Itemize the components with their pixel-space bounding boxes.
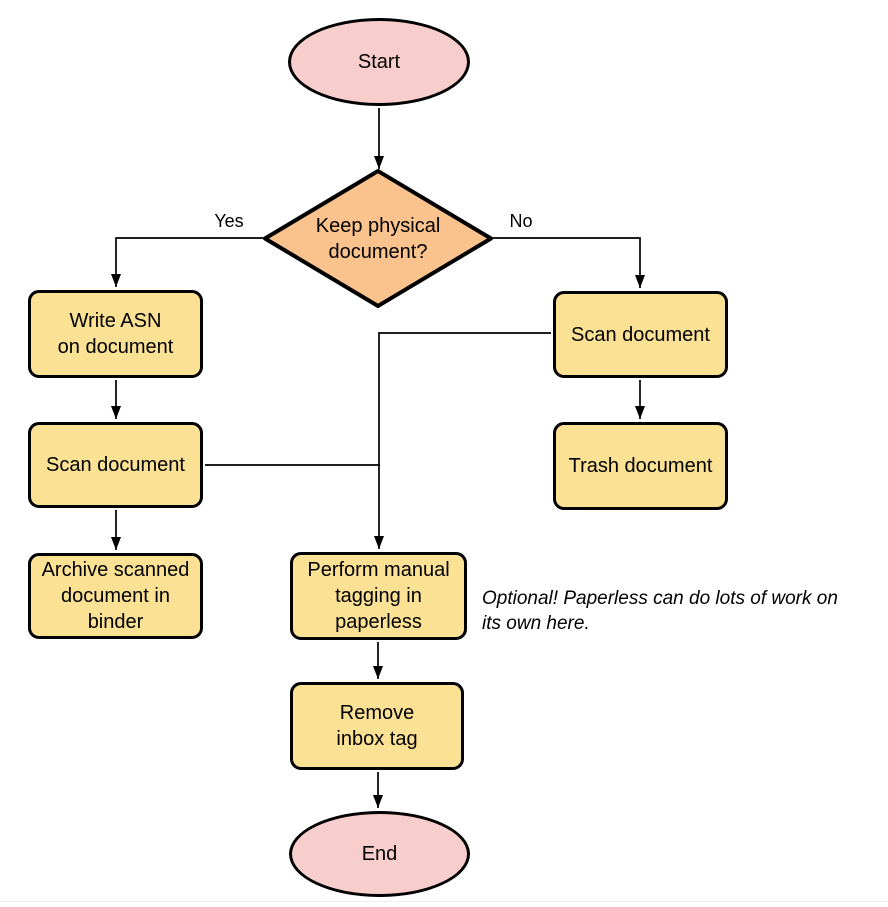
node-scan-document-right: Scan document <box>553 291 728 378</box>
node-remove-inbox-tag: Remove inbox tag <box>290 682 464 770</box>
edge-scan-right-to-tagging <box>374 332 551 549</box>
edge-label-no: No <box>509 211 533 231</box>
edge-label-yes: Yes <box>214 211 244 231</box>
decision-diamond-shape <box>263 169 493 308</box>
bottom-divider <box>0 901 888 902</box>
node-decision-label: Keep physical document? <box>315 214 441 263</box>
node-end: End <box>289 811 470 897</box>
node-archive-scanned-document: Archive scanned document in binder <box>28 553 203 639</box>
edge-decision-no-to-scan-right <box>490 237 645 288</box>
edge-decision-yes-to-write-asn <box>111 237 265 287</box>
node-scan-document-left: Scan document <box>28 422 203 508</box>
node-trash-document: Trash document <box>553 422 728 510</box>
annotation-note: Optional! Paperless can do lots of work … <box>482 588 838 634</box>
node-perform-manual-tagging: Perform manual tagging in paperless <box>290 552 467 640</box>
node-write-asn-on-document: Write ASN on document <box>28 290 203 378</box>
node-start: Start <box>288 18 470 106</box>
